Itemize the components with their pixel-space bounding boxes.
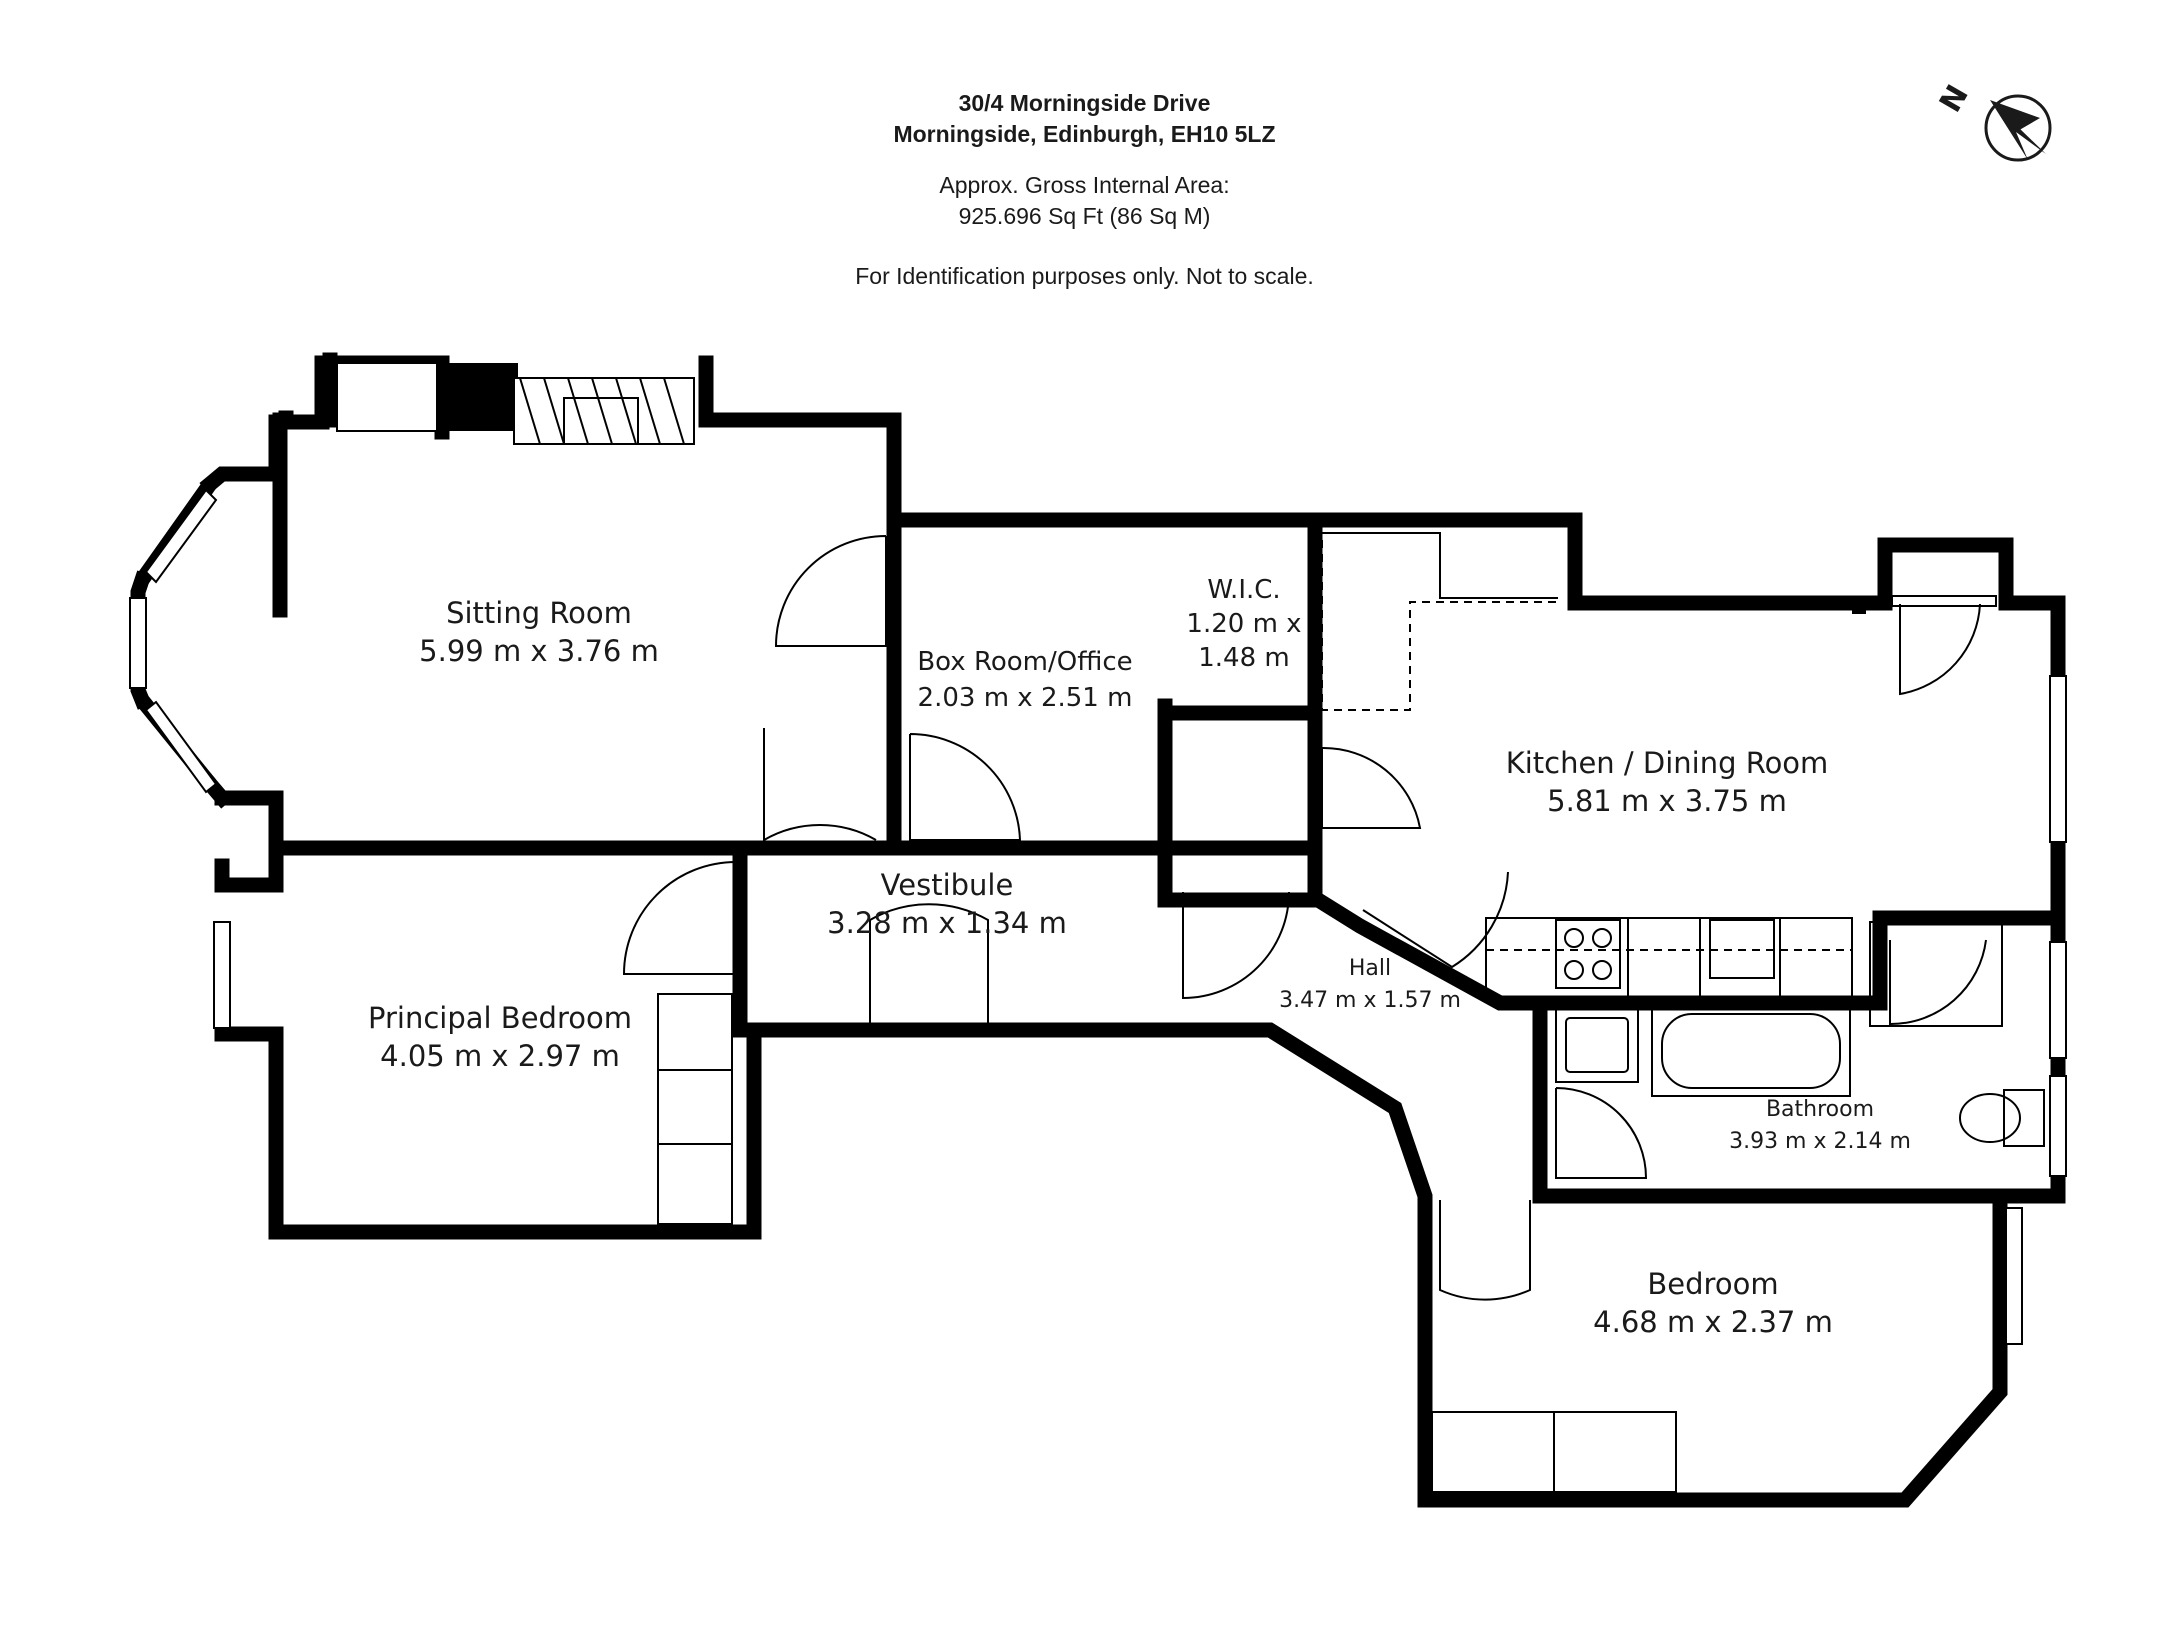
door xyxy=(1182,891,1290,1000)
bathroom-fixtures xyxy=(1555,921,2045,1147)
vestibule-dims: 3.28 m x 1.34 m xyxy=(827,906,1067,940)
doors xyxy=(622,535,1987,1301)
door xyxy=(622,861,737,975)
address-line-2: Morningside, Edinburgh, EH10 5LZ xyxy=(893,121,1276,147)
door xyxy=(763,728,877,842)
kitchen-name: Kitchen / Dining Room xyxy=(1506,746,1829,780)
wall-set xyxy=(130,355,2066,1508)
compass-letter: N xyxy=(1933,79,1976,118)
door xyxy=(1321,746,1422,829)
bedroom-name: Bedroom xyxy=(1647,1267,1778,1301)
kitchen-units xyxy=(1321,532,1853,999)
wic-name: W.I.C. xyxy=(1207,575,1280,605)
sitting-room-name: Sitting Room xyxy=(446,596,632,630)
hall-name: Hall xyxy=(1349,956,1391,981)
area-label: Approx. Gross Internal Area: xyxy=(939,172,1230,198)
window xyxy=(129,597,147,689)
door xyxy=(774,535,887,647)
door xyxy=(1555,1087,1648,1179)
window xyxy=(2049,941,2067,1059)
window xyxy=(1891,595,1997,607)
kitchen-dims: 5.81 m x 3.75 m xyxy=(1547,784,1787,818)
wic-dims-2: 1.48 m xyxy=(1198,643,1289,673)
chimney-block xyxy=(440,363,518,431)
wardrobe xyxy=(657,993,733,1225)
toilet xyxy=(2003,1089,2045,1147)
principal-bedroom-dims: 4.05 m x 2.97 m xyxy=(380,1039,620,1073)
bathtub xyxy=(1651,1005,1851,1097)
window xyxy=(2049,1075,2067,1177)
vestibule-name: Vestibule xyxy=(881,868,1014,902)
door xyxy=(1889,939,1987,1026)
hall-dims: 3.47 m x 1.57 m xyxy=(1279,988,1461,1013)
disclaimer: For Identification purposes only. Not to… xyxy=(855,263,1314,289)
door xyxy=(869,903,989,1030)
box-room-name: Box Room/Office xyxy=(917,647,1132,677)
bay-windows xyxy=(144,488,218,794)
fireplace xyxy=(513,377,695,445)
window xyxy=(336,362,438,432)
bedroom-dims: 4.68 m x 2.37 m xyxy=(1593,1305,1833,1339)
window xyxy=(2049,675,2067,843)
principal-bedroom-name: Principal Bedroom xyxy=(368,1001,632,1035)
sitting-room-dims: 5.99 m x 3.76 m xyxy=(419,634,659,668)
address-line-1: 30/4 Morningside Drive xyxy=(958,90,1211,116)
windows xyxy=(129,362,2067,1345)
door xyxy=(1439,1200,1531,1301)
bathroom-name: Bathroom xyxy=(1766,1097,1874,1122)
sink xyxy=(1555,1007,1639,1083)
shower xyxy=(1869,921,2003,1027)
window xyxy=(213,921,231,1029)
wic-dims-1: 1.20 m x xyxy=(1186,609,1301,639)
room-labels: Sitting Room 5.99 m x 3.76 m Box Room/Of… xyxy=(368,575,1911,1339)
compass-icon: N xyxy=(1933,79,2052,162)
area-value: 925.696 Sq Ft (86 Sq M) xyxy=(958,203,1211,229)
door xyxy=(1362,871,1509,969)
wardrobe xyxy=(1431,1411,1677,1493)
bathroom-dims: 3.93 m x 2.14 m xyxy=(1729,1129,1911,1154)
door xyxy=(909,733,1022,841)
door xyxy=(1899,603,1981,696)
window xyxy=(2005,1207,2023,1345)
box-room-dims: 2.03 m x 2.51 m xyxy=(918,683,1133,713)
